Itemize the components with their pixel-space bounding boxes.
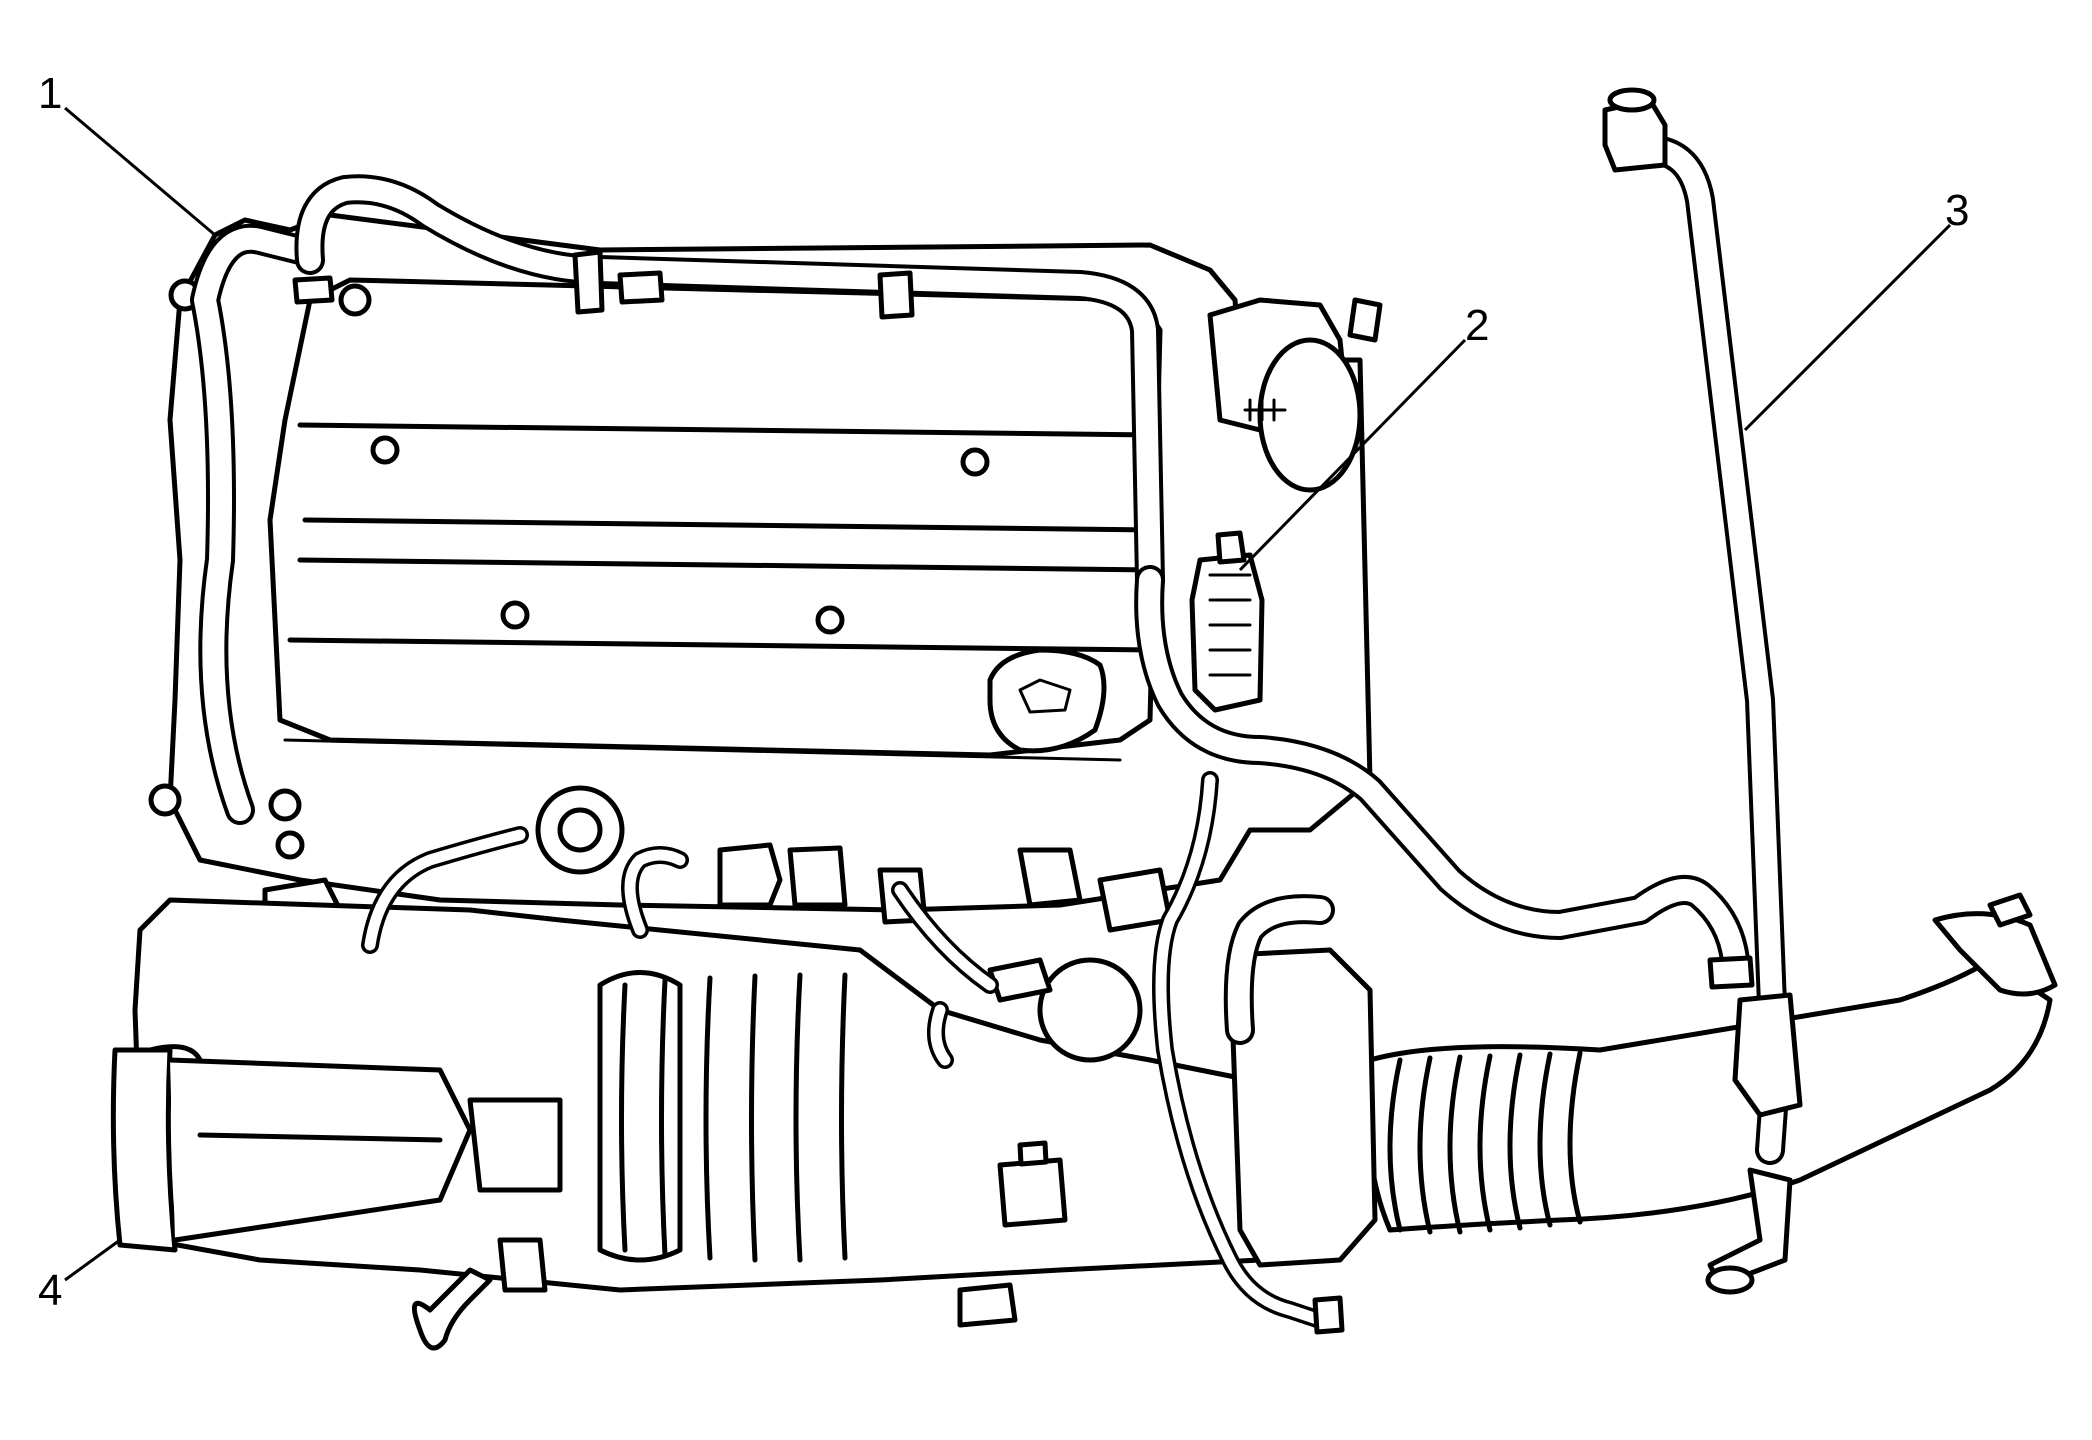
callout-4-leader [64,1238,121,1282]
rotor-housing-ribs [597,970,848,1263]
callouts: 1 2 3 4 [38,69,1969,1315]
cover-bolt-1 [370,435,400,465]
drain-fitting [411,1267,493,1351]
cover-bolt-2 [960,447,990,477]
hose-1 [190,174,1165,825]
valve-cover-rib-4 [287,637,1153,653]
duct-clamp [1932,911,2058,997]
hose-clip-3 [877,270,915,320]
oil-filler-cap [987,647,1107,754]
corrugated-duct [1365,957,2053,1233]
callout-3-leader [1743,223,1952,432]
intake-air-duct [1227,892,2058,1268]
hose-3-bottom-fitting [1732,992,1803,1118]
head-bolt-5 [275,830,305,860]
electrical-connector [997,1157,1068,1228]
hose-clip-4 [292,275,335,305]
vacuum-lines [361,771,1345,1351]
head-bolt-2 [338,283,372,317]
throttle-body [1037,957,1143,1063]
resonator-box [1227,947,1378,1268]
head-bolt-4 [268,788,302,822]
supercharger-assembly [110,897,1303,1328]
callout-2-label: 2 [1465,301,1489,350]
valve-cover-edge [283,738,1122,762]
valve-cover-rib-3 [297,557,1153,573]
intake-side-accessories [1207,297,1383,493]
cover-bolt-4 [815,605,845,635]
cover-bolt-3 [500,600,530,630]
hose-2 [1134,565,1755,990]
hose-clip-1 [572,249,605,315]
inlet-cone [167,1057,473,1243]
duct-corrugations [1387,1050,1583,1235]
hose-2-clamp [1707,955,1755,990]
callout-2-leader [1238,338,1467,572]
callout-1-leader [64,106,216,237]
front-flange [110,1047,178,1253]
callout-4-label: 4 [38,1266,62,1315]
valve-cover-rib-1 [297,422,1158,438]
valve-cover-rib-2 [302,517,1153,533]
hose-clip-2 [617,270,665,305]
pcv-valve-component [1189,530,1265,713]
hose-3 [1602,87,1803,1295]
head-bolt-3 [148,783,182,817]
callout-1-label: 1 [38,69,62,118]
callout-3-label: 3 [1945,186,1969,235]
engine-head-assembly [148,212,1383,958]
